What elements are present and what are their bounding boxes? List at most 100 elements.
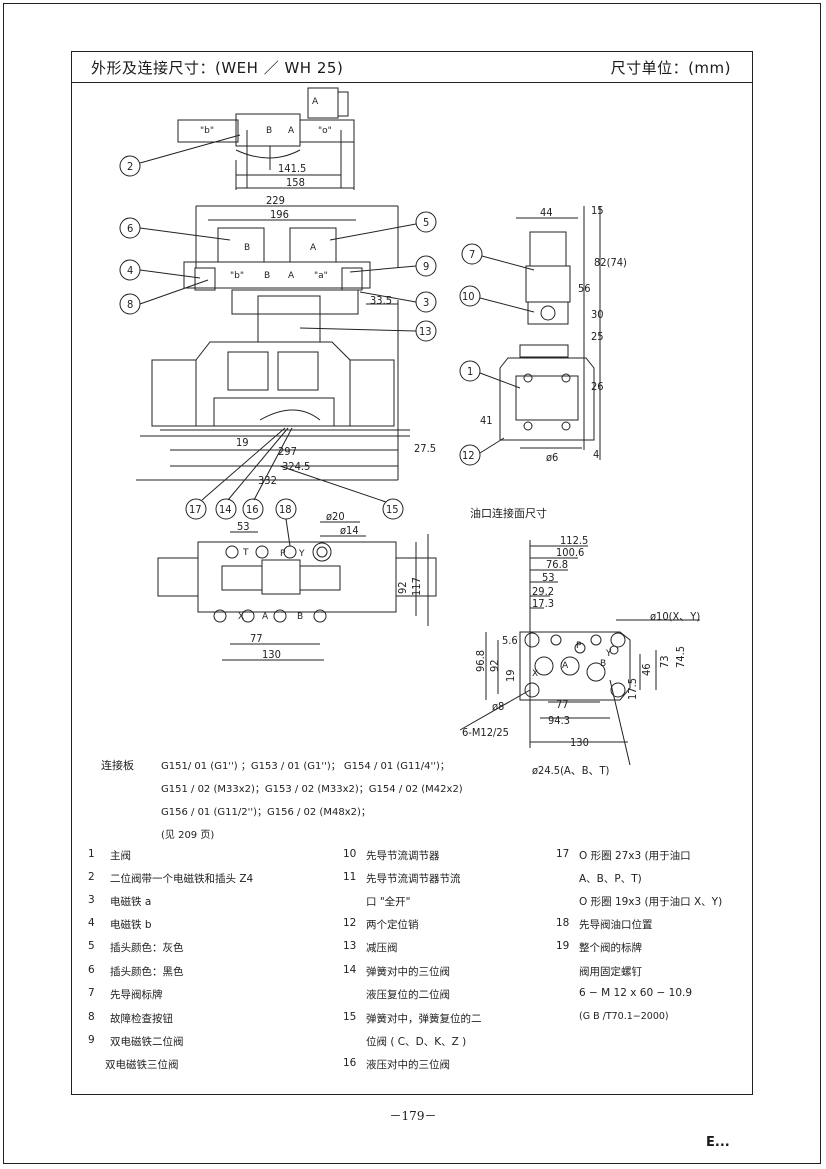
legend-item-text: A、B、P、T) [579, 873, 642, 885]
subplate-line-2: G151 / 02 (M33x2)；G153 / 02 (M33x2)；G154… [161, 784, 463, 795]
legend-item-num: 3 [88, 894, 95, 906]
dim-297: 297 [278, 445, 297, 458]
legend-item-num: 19 [556, 940, 570, 952]
top-view [119, 87, 355, 190]
legend-item-text: 口 "全开" [366, 896, 411, 908]
dim-76-8: 76.8 [546, 558, 568, 571]
dim-332: 332 [258, 474, 277, 487]
callout-13: 13 [419, 325, 432, 338]
legend-item-num: 11 [343, 871, 357, 883]
mounting-face-caption: 油口连接面尺寸 [470, 507, 547, 520]
callout-4: 4 [127, 264, 133, 277]
legend-item-num: 6 [88, 964, 95, 976]
legend-item-text: 双电磁铁二位阀 [110, 1036, 184, 1048]
port-label-b-plan: B [297, 612, 303, 622]
legend-item-text: 电磁铁 b [110, 919, 152, 931]
dim-dia-6: ø6 [546, 451, 558, 464]
dim-56: 56 [578, 282, 591, 295]
callout-8: 8 [127, 298, 133, 311]
dim-27-5: 27.5 [414, 442, 436, 455]
legend-item-text: 故障检查按钮 [110, 1013, 173, 1025]
subplate-line-3: G156 / 01 (G11/2'')；G156 / 02 (M48x2)； [161, 807, 371, 818]
subplate-line-4: (见 209 页) [161, 830, 215, 841]
dim-dia-14: ø14 [340, 524, 359, 537]
port-label-b-quote-top: "b" [200, 126, 214, 136]
port-label-p-plan: P [280, 549, 286, 559]
dim-4: 4 [593, 448, 599, 461]
dim-5-6: 5.6 [502, 634, 518, 647]
port-label-p-face: P [576, 641, 582, 651]
legend-item-text: O 形圈 19x3 (用于油口 X、Y) [579, 896, 723, 908]
header-bar: 外形及连接尺寸：(WEH ／ WH 25) 尺寸单位：(mm) [71, 51, 753, 83]
port-label-y-face: Y [605, 649, 612, 659]
dim-130-face: 130 [570, 736, 589, 749]
dim-17-3: 17.3 [532, 597, 554, 610]
legend-item-text: (G B /T70.1−2000) [579, 1011, 669, 1022]
dim-77-plan: 77 [250, 632, 263, 645]
callout-18: 18 [279, 503, 292, 516]
page-number: －179－ [389, 1109, 437, 1123]
legend-item-num: 10 [343, 848, 357, 860]
dim-dia-24-5: ø24.5(A、B、T) [532, 764, 610, 777]
legend-item-num: 18 [556, 917, 570, 929]
callout-12: 12 [462, 449, 475, 462]
dim-94-3: 94.3 [548, 714, 570, 727]
legend-item-text: 液压复位的二位阀 [366, 989, 450, 1001]
dim-77-face: 77 [556, 698, 569, 711]
legend-item-num: 13 [343, 940, 357, 952]
units-label: 尺寸单位：(mm) [610, 59, 731, 77]
callout-3: 3 [423, 296, 429, 309]
legend-item-text: 二位阀带一个电磁铁和插头 Z4 [110, 873, 254, 885]
dim-92-face: 92 [488, 659, 501, 672]
content-frame [71, 51, 753, 1095]
callout-6: 6 [127, 222, 133, 235]
legend-item-text: 先导节流调节器 [366, 850, 440, 862]
legend-item-num: 12 [343, 917, 357, 929]
dim-41: 41 [480, 414, 493, 427]
legend-item-num: 1 [88, 848, 95, 860]
dim-6-m12-25: 6-M12/25 [462, 726, 509, 739]
port-label-t-plan: T [242, 548, 249, 558]
legend-item-text: 弹簧对中的三位阀 [366, 966, 450, 978]
port-label-a-face: A [562, 661, 569, 671]
page-border [3, 3, 821, 1164]
legend-item-num: 17 [556, 848, 570, 860]
callout-15: 15 [386, 503, 399, 516]
dim-dia-20: ø20 [326, 510, 345, 523]
dim-53-face: 53 [542, 571, 555, 584]
legend-item-text: O 形圈 27x3 (用于油口 [579, 850, 691, 862]
dim-17-5: 17.5 [626, 678, 639, 700]
legend-item-text: 弹簧对中，弹簧复位的二 [366, 1013, 482, 1025]
legend-item-num: 14 [343, 964, 357, 976]
dim-dia-10-xy: ø10(X、Y) [650, 610, 700, 623]
legend-item-num: 9 [88, 1034, 95, 1046]
side-view [459, 206, 601, 466]
port-label-a-upper: A [312, 97, 319, 107]
legend-item-text: 6 − M 12 x 60 − 10.9 [579, 987, 693, 999]
legend-item-text: 两个定位销 [366, 919, 419, 931]
dim-196: 196 [270, 208, 289, 221]
dim-53-plan: 53 [237, 520, 250, 533]
port-label-b-front: B [244, 243, 250, 253]
legend-item-text: 双电磁铁三位阀 [105, 1059, 179, 1071]
callout-2: 2 [127, 160, 133, 173]
legend-item-num: 15 [343, 1011, 357, 1023]
dim-44: 44 [540, 206, 553, 219]
dim-130-plan: 130 [262, 648, 281, 661]
subplate-label: 连接板 [101, 759, 134, 772]
dim-100-6: 100.6 [556, 546, 584, 559]
dim-92-plan: 92 [396, 581, 409, 594]
legend-item-num: 8 [88, 1011, 95, 1023]
legend-item-num: 16 [343, 1057, 357, 1069]
port-label-o-top: "o" [318, 126, 332, 136]
port-label-b-top: B [266, 126, 272, 136]
dim-74-5: 74.5 [674, 646, 687, 668]
legend-item-num: 7 [88, 987, 95, 999]
legend-item-text: 先导阀标牌 [110, 989, 163, 1001]
legend-item-text: 主阀 [110, 850, 131, 862]
dim-73: 73 [658, 655, 671, 668]
port-label-a-top: A [288, 126, 295, 136]
callout-9: 9 [423, 260, 429, 273]
callout-1: 1 [467, 365, 473, 378]
